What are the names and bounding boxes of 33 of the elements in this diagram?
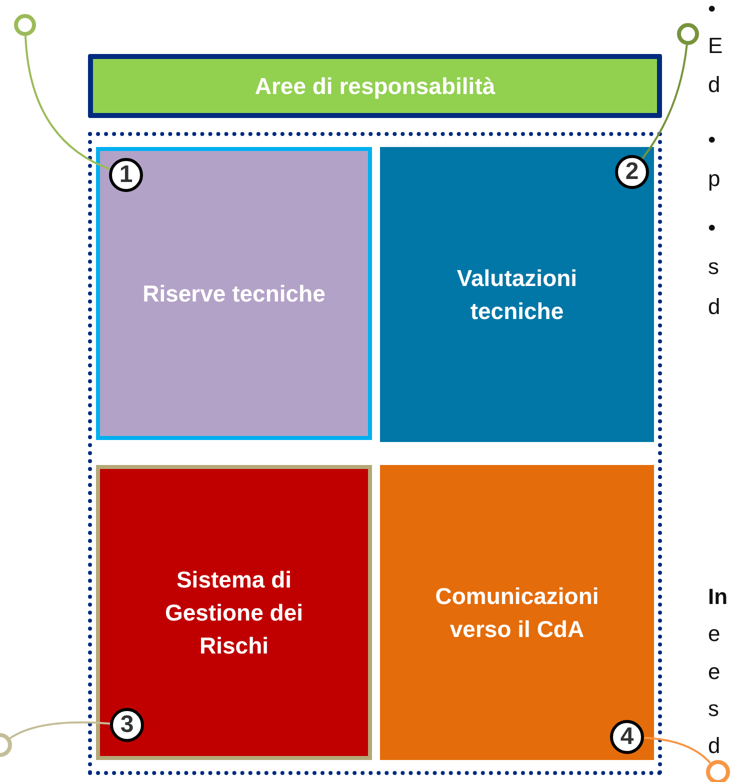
tile-title: Sistema di Gestione dei Rischi: [164, 565, 304, 660]
heading-banner: Aree di responsabilità: [88, 54, 662, 118]
cut-off-text: e: [708, 659, 720, 685]
tile-title: Comunicazioni verso il CdA: [434, 582, 600, 644]
cut-off-text: E: [708, 33, 723, 59]
leader-line: [642, 44, 688, 160]
tile-title: Valutazioni tecniche: [456, 264, 578, 326]
cut-off-text: p: [708, 166, 720, 192]
cut-off-text: s: [708, 696, 719, 722]
number-badge: 1: [109, 158, 143, 192]
leader-line: [9, 721, 110, 740]
cut-off-text: •: [708, 0, 716, 22]
cut-off-text: •: [708, 127, 716, 153]
leader-line: [24, 36, 110, 170]
cut-off-text: In: [708, 584, 728, 610]
number-badge: 2: [615, 155, 649, 189]
category-tile: [96, 465, 372, 760]
number-badge: 3: [110, 708, 144, 742]
cut-off-text: e: [708, 621, 720, 647]
cut-off-text: d: [708, 294, 720, 320]
category-tile: [380, 147, 654, 442]
cut-off-text: d: [708, 72, 720, 98]
category-tile: [380, 465, 654, 760]
tile-title: Riserve tecniche: [142, 279, 326, 308]
cut-off-text: d: [708, 733, 720, 759]
connector-ring: [677, 23, 699, 45]
dotted-frame: [88, 132, 662, 775]
cut-off-text: •: [708, 215, 716, 241]
connector-ring: [706, 760, 730, 782]
number-badge: 4: [610, 720, 644, 754]
category-tile: [96, 147, 372, 440]
connector-ring: [14, 14, 36, 36]
cut-off-text: s: [708, 254, 719, 280]
